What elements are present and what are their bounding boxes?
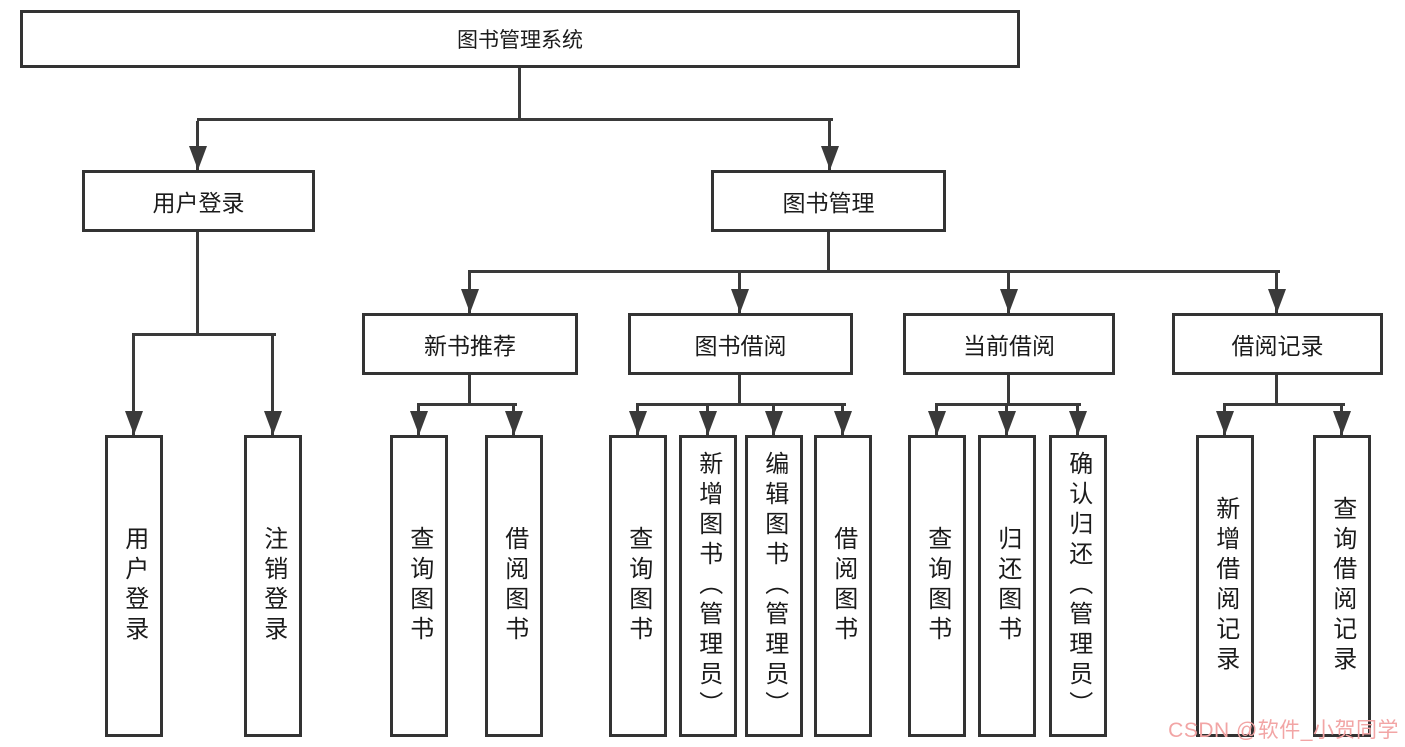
leaf-edit-books-admin: 编辑图书（管理员） — [745, 435, 803, 737]
leaf-return-books: 归还图书 — [978, 435, 1036, 737]
leaf-query-books-current: 查询图书 — [908, 435, 966, 737]
connector-arrow — [828, 121, 831, 170]
connector-arrow — [1340, 406, 1343, 435]
connector-arrow — [196, 121, 199, 170]
connector-line — [827, 232, 830, 272]
node-book-management: 图书管理 — [711, 170, 946, 232]
node-label: 用户登录 — [152, 190, 245, 216]
node-borrowing-records: 借阅记录 — [1172, 313, 1383, 375]
connector-line — [417, 403, 517, 406]
leaf-query-books-recommend: 查询图书 — [390, 435, 448, 737]
leaf-add-books-admin: 新增图书（管理员） — [679, 435, 737, 737]
node-user-login: 用户登录 — [82, 170, 315, 232]
connector-line — [468, 270, 1280, 273]
connector-arrow — [132, 336, 135, 435]
connector-arrow — [1007, 273, 1010, 313]
leaf-label: 查询图书 — [405, 526, 433, 646]
leaf-borrow-books-recommend: 借阅图书 — [485, 435, 543, 737]
connector-line — [132, 333, 276, 336]
connector-arrow — [706, 406, 709, 435]
connector-arrow — [738, 273, 741, 313]
connector-line — [468, 375, 471, 405]
connector-arrow — [1005, 406, 1008, 435]
connector-line — [1007, 375, 1010, 405]
leaf-add-borrow-record: 新增借阅记录 — [1196, 435, 1254, 737]
leaf-confirm-return-admin: 确认归还（管理员） — [1049, 435, 1107, 737]
node-label: 借阅记录 — [1231, 333, 1324, 359]
connector-arrow — [468, 273, 471, 313]
node-library-system: 图书管理系统 — [20, 10, 1020, 68]
connector-arrow — [1275, 273, 1278, 313]
connector-arrow — [417, 406, 420, 435]
node-label: 当前借阅 — [963, 333, 1055, 359]
leaf-label: 新增借阅记录 — [1211, 496, 1239, 676]
leaf-query-books-borrowing: 查询图书 — [609, 435, 667, 737]
node-new-book-recommend: 新书推荐 — [362, 313, 578, 375]
leaf-borrow-books: 借阅图书 — [814, 435, 872, 737]
connector-line — [738, 375, 741, 405]
connector-arrow — [1076, 406, 1079, 435]
leaf-label: 借阅图书 — [500, 526, 528, 646]
leaf-label: 注销登录 — [259, 526, 287, 646]
csdn-watermark: CSDN @软件_小贺同学 — [1168, 719, 1399, 742]
node-current-borrowing: 当前借阅 — [903, 313, 1115, 375]
leaf-label: 新增图书（管理员） — [694, 451, 722, 721]
node-label: 新书推荐 — [424, 333, 516, 359]
connector-line — [197, 118, 833, 121]
connector-arrow — [772, 406, 775, 435]
connector-line — [196, 232, 199, 335]
leaf-label: 用户登录 — [120, 526, 148, 646]
connector-arrow — [271, 336, 274, 435]
connector-line — [1275, 375, 1278, 405]
connector-line — [1223, 403, 1345, 406]
node-label: 图书借阅 — [694, 333, 787, 359]
node-book-borrowing: 图书借阅 — [628, 313, 853, 375]
leaf-user-login: 用户登录 — [105, 435, 163, 737]
leaf-label: 归还图书 — [993, 526, 1021, 646]
leaf-label: 查询图书 — [624, 526, 652, 646]
leaf-logout: 注销登录 — [244, 435, 302, 737]
leaf-label: 查询图书 — [923, 526, 951, 646]
node-label: 图书管理 — [782, 190, 875, 216]
connector-arrow — [935, 406, 938, 435]
connector-line — [636, 403, 846, 406]
leaf-query-borrow-record: 查询借阅记录 — [1313, 435, 1371, 737]
connector-arrow — [1223, 406, 1226, 435]
connector-line — [935, 403, 1081, 406]
leaf-label: 借阅图书 — [829, 526, 857, 646]
leaf-label: 确认归还（管理员） — [1064, 451, 1092, 721]
node-label: 图书管理系统 — [457, 29, 583, 52]
leaf-label: 编辑图书（管理员） — [760, 451, 788, 721]
connector-line — [518, 68, 521, 121]
connector-arrow — [841, 406, 844, 435]
connector-arrow — [636, 406, 639, 435]
leaf-label: 查询借阅记录 — [1328, 496, 1356, 676]
connector-arrow — [512, 406, 515, 435]
